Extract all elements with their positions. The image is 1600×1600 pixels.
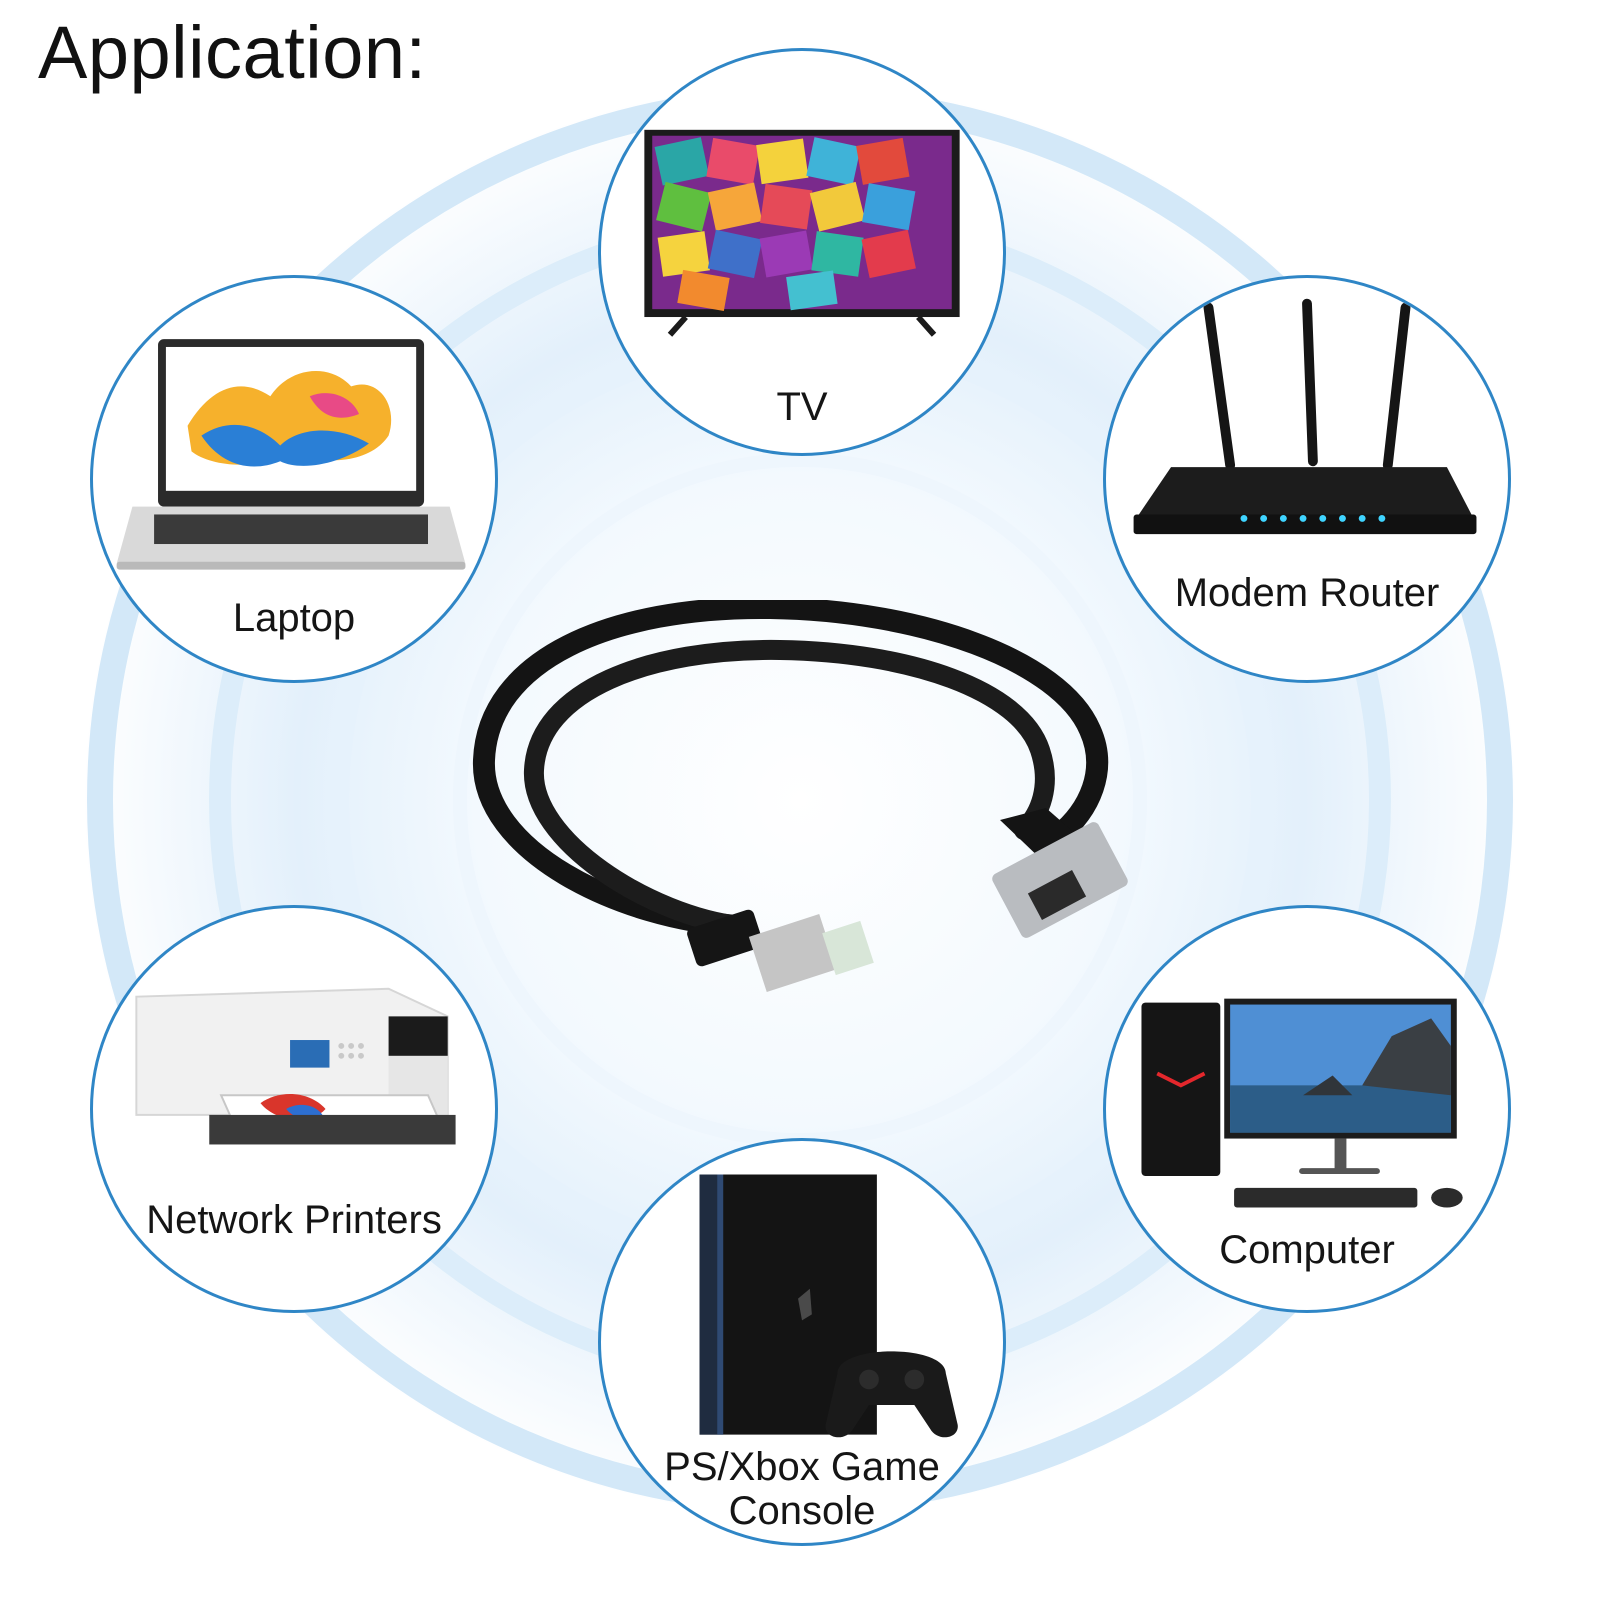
- device-label-console-text: PS/Xbox Game Console: [664, 1445, 940, 1533]
- device-printer: Network Printers: [90, 905, 498, 1313]
- router-icon: [1133, 298, 1477, 535]
- page-title: Application:: [38, 11, 427, 94]
- device-label-computer: Computer: [1219, 1228, 1395, 1272]
- tv-icon: [644, 129, 960, 337]
- device-router: Modem Router: [1103, 275, 1511, 683]
- device-label-laptop: Laptop: [232, 596, 356, 640]
- device-label-console: PS/Xbox Game Console: [601, 1445, 1003, 1533]
- device-label-tv: TV: [776, 385, 828, 429]
- device-computer: Computer: [1103, 905, 1511, 1313]
- device-label-router: Modem Router: [1174, 571, 1440, 615]
- laptop-icon: [116, 339, 466, 570]
- console-icon: [699, 1174, 958, 1438]
- device-laptop: Laptop: [90, 275, 498, 683]
- device-tv: TV: [598, 48, 1006, 456]
- printer-icon: [135, 987, 456, 1145]
- computer-icon: [1141, 998, 1463, 1208]
- device-console: PS/Xbox Game Console: [598, 1138, 1006, 1546]
- ethernet-cable-icon: [472, 600, 1128, 993]
- device-label-printer: Network Printers: [146, 1198, 442, 1242]
